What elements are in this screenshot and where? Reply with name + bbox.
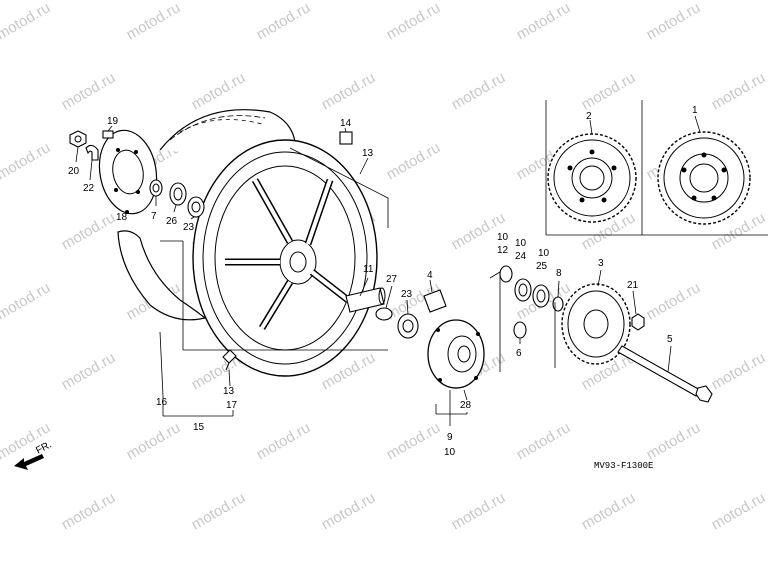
watermark-text: motod.ru <box>579 489 639 533</box>
callout-1: 1 <box>692 105 698 116</box>
brake-disc <box>98 129 158 215</box>
callout-17: 17 <box>226 400 238 411</box>
sprocket-2 <box>547 133 637 223</box>
watermark-text: motod.ru <box>319 489 379 533</box>
callout-18: 18 <box>116 212 128 223</box>
callout-7: 7 <box>151 211 157 222</box>
o-ring-27 <box>375 307 393 321</box>
callout-15: 15 <box>193 422 205 433</box>
sprocket-3 <box>561 283 631 365</box>
watermark-text: motod.ru <box>0 139 53 183</box>
bracket-15 <box>159 331 234 417</box>
callout-labels: 2 1 14 13 19 20 22 18 7 26 23 10 12 10 2… <box>68 105 698 458</box>
watermark-text: motod.ru <box>449 69 509 113</box>
callout-13: 13 <box>362 148 374 159</box>
watermark-text: motod.ru <box>644 419 704 463</box>
callout-10-c: 10 <box>538 248 550 259</box>
callout-11: 11 <box>363 264 374 275</box>
diagram-code: MV93-F1300E <box>594 461 653 471</box>
watermark-text: motod.ru <box>189 69 249 113</box>
callout-27: 27 <box>386 274 398 285</box>
sprocket-1 <box>657 131 751 225</box>
watermark-text: motod.ru <box>384 139 444 183</box>
watermark-text: motod.ru <box>384 0 444 43</box>
bearing-24 <box>514 278 532 302</box>
callout-8: 8 <box>556 268 562 279</box>
bearing-26 <box>169 182 187 206</box>
callout-3: 3 <box>598 258 604 269</box>
watermark-text: motod.ru <box>254 419 314 463</box>
callout-24: 24 <box>515 251 527 262</box>
callout-10-b: 10 <box>515 238 527 249</box>
collar-8 <box>552 296 564 312</box>
watermark-text: motod.ru <box>59 349 119 393</box>
callout-12: 12 <box>497 245 509 256</box>
callout-22: 22 <box>83 183 95 194</box>
watermark-text: motod.ru <box>579 69 639 113</box>
axle-5 <box>617 345 713 403</box>
watermark-text: motod.ru <box>384 419 444 463</box>
sprocket-nut-21 <box>631 313 645 331</box>
callout-14: 14 <box>340 118 352 129</box>
callout-2: 2 <box>586 111 592 122</box>
dust-seal-7 <box>149 179 163 197</box>
callout-28: 28 <box>460 400 472 411</box>
callout-25: 25 <box>536 261 548 272</box>
collar-11 <box>345 287 386 313</box>
watermark-text: motod.ru <box>59 209 119 253</box>
callout-20: 20 <box>68 166 80 177</box>
watermark-text: motod.ru <box>514 0 574 43</box>
disc-nut-20 <box>69 130 87 148</box>
watermark-text: motod.ru <box>449 489 509 533</box>
driven-flange-9 <box>427 319 485 389</box>
rear-wheel-rim <box>192 139 378 377</box>
cap-14 <box>339 131 353 145</box>
brake-cover-18 <box>117 230 207 321</box>
bracket-9 <box>435 404 468 415</box>
callout-9: 9 <box>447 432 453 443</box>
callout-23-right: 23 <box>401 289 413 300</box>
watermark-text: motod.ru <box>319 69 379 113</box>
callout-26: 26 <box>166 216 178 227</box>
watermark-text: motod.ru <box>644 279 704 323</box>
watermark-text: motod.ru <box>59 489 119 533</box>
callout-13-valve: 13 <box>223 386 235 397</box>
valve-stem <box>222 349 237 371</box>
leader-lines <box>75 115 701 426</box>
watermark-text: motod.ru <box>0 0 53 43</box>
watermark-text: motod.ru <box>514 419 574 463</box>
callout-10-d: 10 <box>444 447 456 458</box>
watermark-text: motod.ru <box>59 69 119 113</box>
bearing-25 <box>532 284 550 308</box>
callout-5: 5 <box>667 334 673 345</box>
assembly-guide-lines <box>160 147 556 372</box>
watermark-text: motod.ru <box>709 489 768 533</box>
clip-22 <box>85 144 99 161</box>
watermark-text: motod.ru <box>254 0 314 43</box>
sprocket-inset-box <box>545 100 768 236</box>
callout-21: 21 <box>627 280 639 291</box>
watermark-text: motod.ru <box>644 0 704 43</box>
watermark-text: motod.ru <box>0 279 53 323</box>
watermark-text: motod.ru <box>124 419 184 463</box>
seal-12 <box>499 265 513 283</box>
damper-4 <box>423 289 447 313</box>
callout-23-left: 23 <box>183 222 195 233</box>
watermark-text: motod.ru <box>709 69 768 113</box>
callout-16: 16 <box>156 397 168 408</box>
callout-10-a: 10 <box>497 232 509 243</box>
watermark-text: motod.ru <box>189 489 249 533</box>
watermark-text: motod.ru <box>709 349 768 393</box>
watermark-text: motod.ru <box>124 0 184 43</box>
callout-6: 6 <box>516 348 522 359</box>
collar-6 <box>513 321 527 339</box>
callout-19: 19 <box>107 116 119 127</box>
bearing-23-right <box>397 313 419 339</box>
disc-bolt-19 <box>102 130 114 139</box>
callout-4: 4 <box>427 270 433 281</box>
bearing-23-left <box>187 196 205 218</box>
